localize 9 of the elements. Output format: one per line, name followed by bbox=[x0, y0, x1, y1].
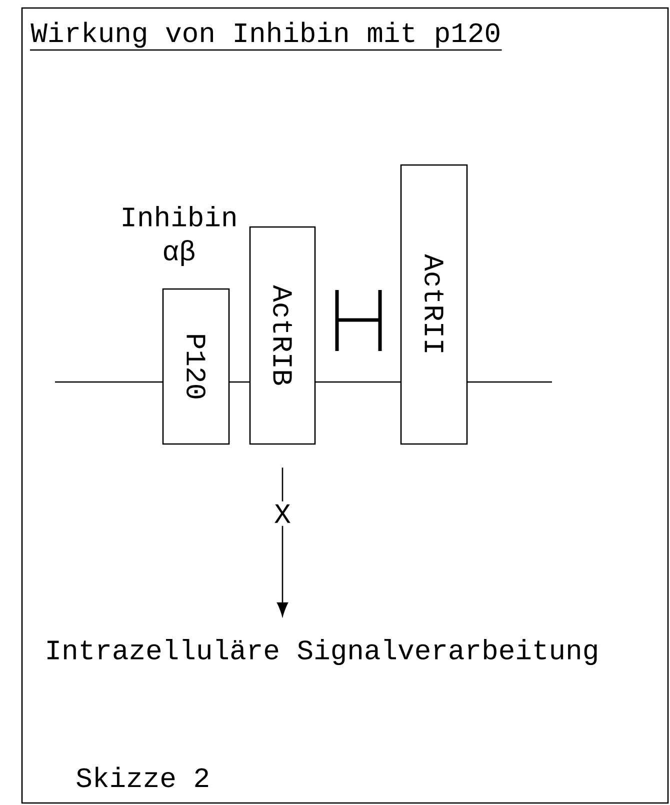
receptor-box: P120 bbox=[162, 288, 230, 445]
process-label: Intrazelluläre Signalverarbeitung bbox=[48, 638, 597, 666]
arrow bbox=[276, 468, 288, 616]
edge-label: X bbox=[271, 501, 294, 526]
receptor-box: ActRII bbox=[400, 164, 468, 445]
ligand-label: Inhibin αβ bbox=[122, 206, 236, 266]
caption: Skizze 2 bbox=[76, 766, 208, 788]
title: Wirkung von Inhibin mit p120 bbox=[30, 22, 500, 48]
receptor-box: ActRIB bbox=[249, 226, 316, 445]
